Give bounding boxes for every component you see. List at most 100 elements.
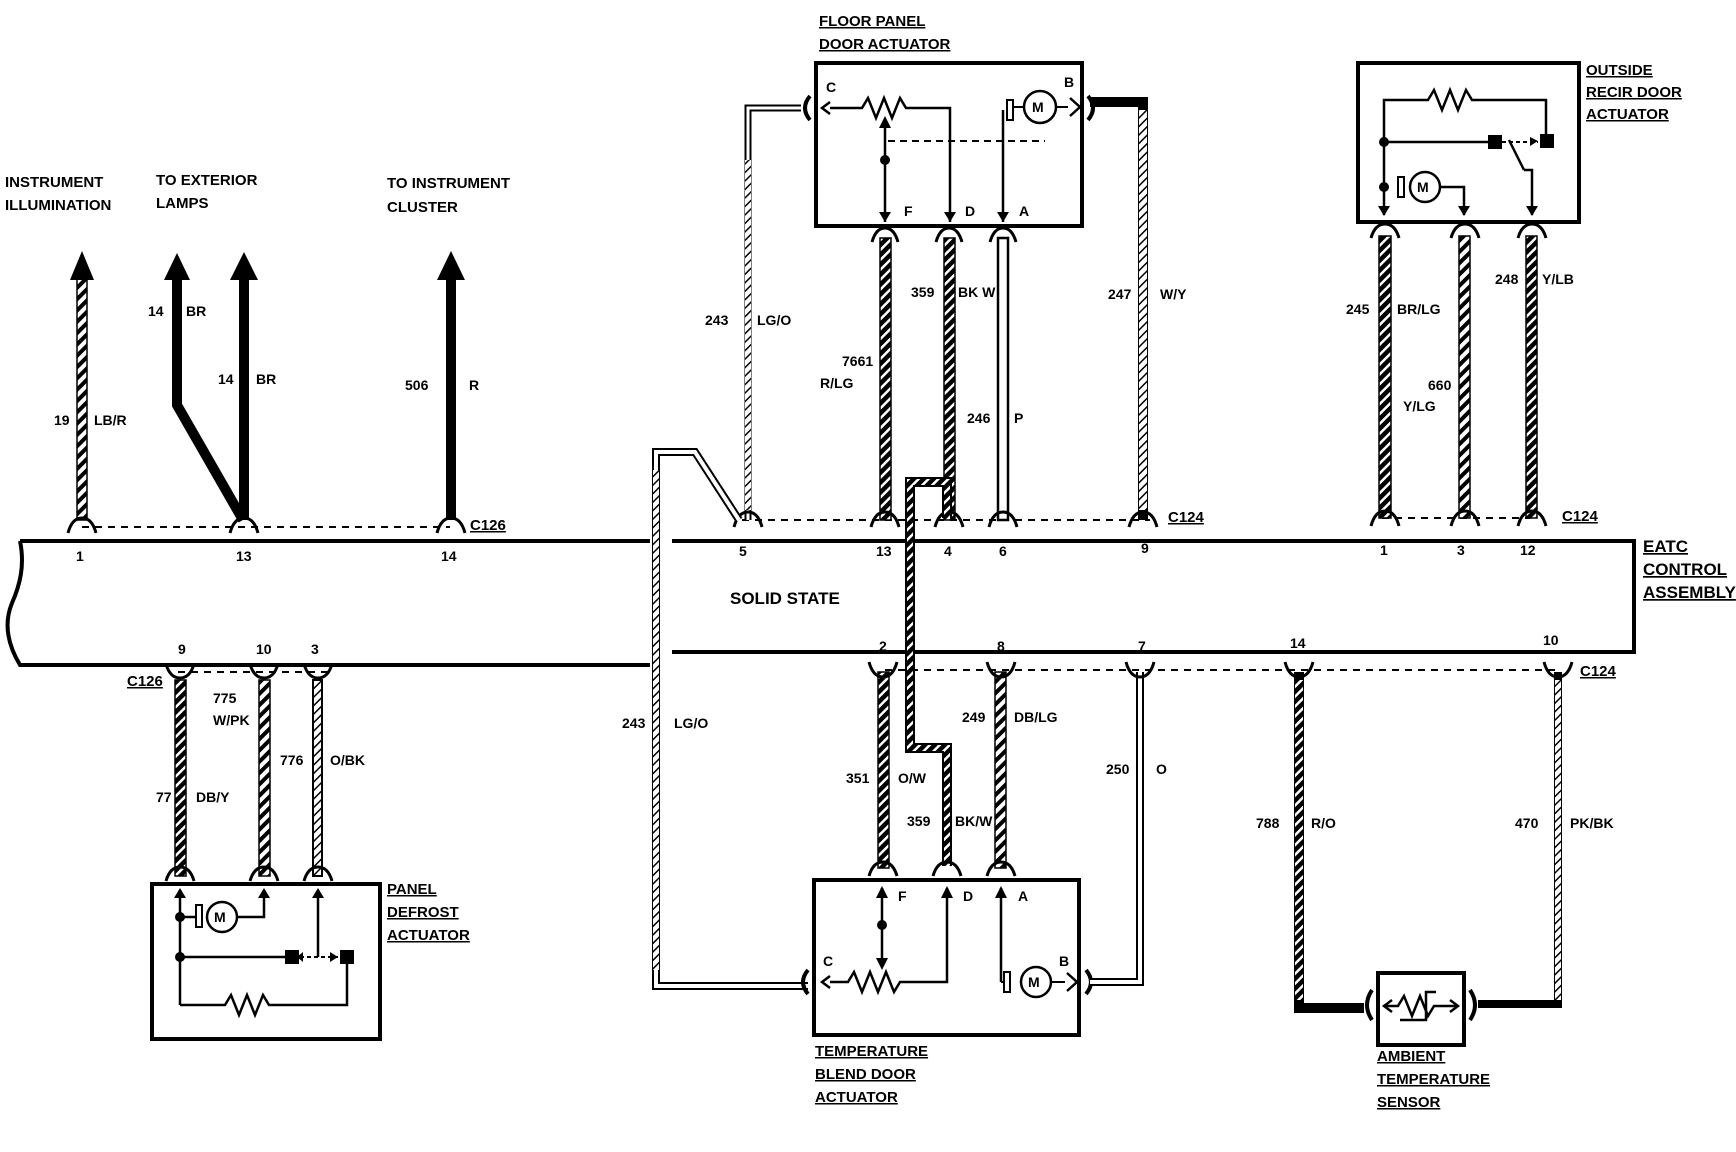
instrument-cluster-label: TO INSTRUMENT CLUSTER (387, 175, 510, 216)
wire-number: 776 (280, 752, 304, 768)
pin-number: 6 (999, 543, 1007, 559)
wire-248: 248 Y/LB (1495, 235, 1574, 519)
resistor-icon (830, 94, 952, 222)
pin-number: 4 (944, 543, 952, 559)
wire-19: 19 LB/R (54, 251, 127, 521)
wire-776: 776 O/BK (280, 679, 365, 877)
wire-color: LG/O (674, 715, 708, 731)
pin-number: 1 (1380, 542, 1388, 558)
wire-14-br-a: 14 BR (148, 253, 248, 523)
wire-color: BK W (958, 284, 996, 300)
wire-number: 243 (705, 312, 729, 328)
floor-terminals (732, 226, 1159, 528)
terminal-label: B (1059, 953, 1069, 969)
label-line: SENSOR (1377, 1094, 1441, 1111)
label-line: OUTSIDE (1586, 62, 1653, 79)
thermistor-icon (1386, 992, 1456, 1020)
pin-number: 9 (178, 641, 186, 657)
label-line: RECIR DOOR (1586, 84, 1682, 101)
wire-number: 506 (405, 377, 429, 393)
pin-number: 12 (1520, 542, 1536, 558)
wire-number: 248 (1495, 271, 1519, 287)
wire-color: LG/O (757, 312, 791, 328)
eatc-label: EATC CONTROL ASSEMBLY (1643, 537, 1736, 602)
wire-number: 470 (1515, 815, 1539, 831)
wire-color: R (469, 377, 479, 393)
wire-color: W/PK (213, 712, 250, 728)
wire-number: 359 (911, 284, 935, 300)
solid-state-label: SOLID STATE (730, 589, 840, 608)
pin-number: 1 (76, 548, 84, 564)
floor-panel-actuator: C B F D A M (803, 61, 1095, 228)
outside-recir-actuator: M (1356, 61, 1581, 224)
wire-359-crossover (905, 477, 952, 866)
arrow-up-icon (230, 252, 258, 280)
terminal-label: D (963, 888, 973, 904)
connector-dashes (82, 517, 1560, 673)
eatc-line-3: ASSEMBLY (1643, 583, 1736, 602)
motor-symbol: M (1032, 99, 1044, 115)
pin-number: 13 (236, 548, 252, 564)
arrow-up-icon (437, 251, 465, 280)
wire-number: 14 (218, 371, 234, 387)
pin-number: 10 (1543, 632, 1559, 648)
recir-terminals (1369, 222, 1548, 527)
wire-247: 247 W/Y (1090, 97, 1187, 520)
wire-color: BR (186, 303, 206, 319)
arrow-up-icon (70, 251, 94, 280)
wire-359-bottom-label: 359 BK/W (907, 813, 993, 829)
temp-blend-label: TEMPERATURE BLEND DOOR ACTUATOR (815, 1043, 928, 1106)
connector-c126-bottom: C126 (127, 673, 163, 690)
pin-number: 2 (879, 638, 887, 654)
wire-color: DB/LG (1014, 709, 1058, 725)
wire-77: 77 DB/Y (156, 679, 230, 877)
terminal-label: F (904, 203, 913, 219)
terminal-label: A (1018, 888, 1028, 904)
terminal-label: B (1064, 74, 1074, 90)
temp-blend-actuator: F D A C B M (801, 878, 1093, 1037)
wire-color: Y/LB (1542, 271, 1574, 287)
wire-color: PK/BK (1570, 815, 1614, 831)
panel-defrost-actuator: M (150, 882, 382, 1041)
pin-number: 8 (997, 638, 1005, 654)
label-line: TO EXTERIOR (156, 172, 258, 189)
pin-number: 14 (1290, 635, 1306, 651)
instrument-illumination-label: INSTRUMENT ILLUMINATION (5, 174, 111, 214)
wire-color: O (1156, 761, 1167, 777)
wire-number: 77 (156, 789, 172, 805)
arrow-up-icon (164, 253, 190, 280)
resistor-icon (830, 888, 949, 996)
wire-number: 351 (846, 770, 870, 786)
wire-250: 250 O (1090, 672, 1167, 986)
ambient-temperature-sensor (1365, 971, 1477, 1047)
blend-terminals (867, 661, 1156, 877)
label-line: TO INSTRUMENT (387, 175, 510, 192)
wire-number: 249 (962, 709, 986, 725)
pin-number: 5 (739, 543, 747, 559)
wire-color: O/BK (330, 752, 365, 768)
label-line: DOOR ACTUATOR (819, 36, 951, 53)
pin-number: 7 (1138, 638, 1146, 654)
panel-defrost-label: PANEL DEFROST ACTUATOR (387, 881, 470, 944)
label-line: DEFROST (387, 904, 459, 921)
sensor-terminals (1283, 661, 1574, 679)
label-line: ILLUMINATION (5, 197, 111, 214)
wire-660: 660 Y/LG (1403, 235, 1471, 519)
wire-number: 788 (1256, 815, 1280, 831)
wire-color: R/O (1311, 815, 1336, 831)
wire-number: 14 (148, 303, 164, 319)
eatc-control-assembly (5, 539, 1636, 667)
pin-number: 14 (441, 548, 457, 564)
wire-number: 245 (1346, 301, 1370, 317)
ambient-label: AMBIENT TEMPERATURE SENSOR (1377, 1048, 1490, 1111)
pin-number: 13 (876, 543, 892, 559)
wire-249: 249 DB/LG (962, 671, 1058, 869)
connector-c124-bottom: C124 (1580, 663, 1617, 680)
wire-359-top: 359 BK W (911, 237, 996, 521)
wire-243-top: 243 LG/O (705, 104, 801, 520)
wire-color: DB/Y (196, 789, 230, 805)
eatc-line-1: EATC (1643, 537, 1688, 556)
pin-number: 10 (256, 641, 272, 657)
wire-color: Y/LG (1403, 398, 1436, 414)
